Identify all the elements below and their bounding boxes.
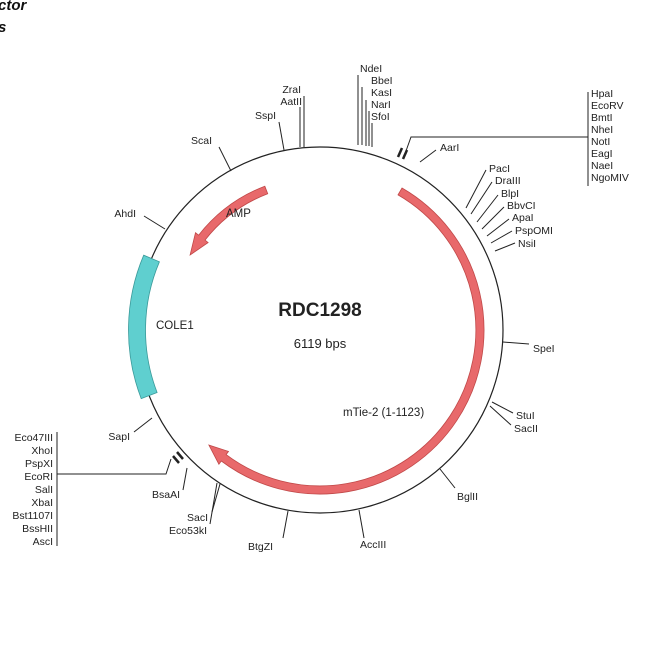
site-group-zrai: ZraI AatII bbox=[280, 84, 305, 147]
site-kasi: KasI bbox=[371, 87, 392, 99]
site-group-ndei: NdeI BbeI KasI NarI SfoI bbox=[357, 63, 393, 147]
site-group-sapi: SapI bbox=[108, 417, 153, 443]
site-eagi: EagI bbox=[591, 148, 613, 160]
site-xbai: XbaI bbox=[31, 497, 53, 509]
site-saci: SacI bbox=[187, 512, 208, 524]
site-asci: AscI bbox=[33, 536, 53, 548]
site-zrai: ZraI bbox=[282, 84, 301, 96]
site-eco53ki: Eco53kI bbox=[169, 525, 207, 537]
site-bbei: BbeI bbox=[371, 75, 393, 87]
site-group-bglii: BglII bbox=[439, 468, 478, 503]
site-group-hpai: HpaI EcoRV BmtI NheI NotI EagI NaeI NgoM… bbox=[405, 88, 629, 186]
site-eco47iii: Eco47III bbox=[14, 432, 53, 444]
site-group-ahdi: AhdI bbox=[114, 208, 166, 230]
feature-label-mtie2: mTie-2 (1-1123) bbox=[343, 407, 424, 419]
site-ndei: NdeI bbox=[360, 63, 382, 75]
plasmid-name: RDC1298 bbox=[278, 300, 361, 321]
site-group-paci: PacI DraIII BlpI BbvCI ApaI PspOMI NsiI bbox=[465, 163, 553, 252]
feature-label-cole1: COLE1 bbox=[156, 320, 194, 332]
site-group-acciii: AccIII bbox=[358, 509, 386, 551]
site-group-scai: ScaI bbox=[191, 135, 232, 172]
site-ecorv: EcoRV bbox=[591, 100, 624, 112]
site-aari: AarI bbox=[440, 142, 459, 154]
site-sacii: SacII bbox=[514, 423, 538, 435]
site-group-aari: AarI bbox=[419, 142, 459, 163]
site-ahdi: AhdI bbox=[114, 208, 136, 220]
site-nhei: NheI bbox=[591, 124, 613, 136]
site-sapi: SapI bbox=[108, 431, 130, 443]
site-bsshii: BssHII bbox=[22, 523, 53, 535]
site-aatii: AatII bbox=[280, 96, 302, 108]
site-group-saci: SacI Eco53kI bbox=[169, 482, 221, 537]
site-paci: PacI bbox=[489, 163, 510, 175]
site-group-bsaai: BsaAI bbox=[152, 467, 188, 501]
feature-label-amp: AMP bbox=[226, 208, 251, 220]
mcs-marker-bottom bbox=[172, 451, 184, 464]
site-naei: NaeI bbox=[591, 160, 613, 172]
site-sali: SalI bbox=[35, 484, 53, 496]
site-pspomi: PspOMI bbox=[515, 225, 553, 237]
header-text-line1: ctor bbox=[0, 0, 27, 14]
site-sfoi: SfoI bbox=[371, 111, 390, 123]
site-bglii: BglII bbox=[457, 491, 478, 503]
site-btgzi: BtgZI bbox=[248, 541, 273, 553]
site-bmti: BmtI bbox=[591, 112, 613, 124]
site-stui: StuI bbox=[516, 410, 535, 422]
mcs-marker-top bbox=[396, 147, 409, 160]
site-acciii: AccIII bbox=[360, 539, 386, 551]
site-hpai: HpaI bbox=[591, 88, 613, 100]
site-apai: ApaI bbox=[512, 212, 534, 224]
site-group-spei: SpeI bbox=[502, 341, 555, 355]
site-ecori: EcoRI bbox=[24, 471, 53, 483]
site-nsii: NsiI bbox=[518, 238, 536, 250]
site-nari: NarI bbox=[371, 99, 391, 111]
site-sspi: SspI bbox=[255, 110, 276, 122]
header-text-line2: s bbox=[0, 19, 6, 36]
site-bst1107i: Bst1107I bbox=[12, 510, 53, 522]
site-pspxi: PspXI bbox=[25, 458, 53, 470]
site-group-btgzi: BtgZI bbox=[248, 510, 289, 553]
site-bbvci: BbvCI bbox=[507, 200, 536, 212]
site-scai: ScaI bbox=[191, 135, 212, 147]
site-xhoi: XhoI bbox=[31, 445, 53, 457]
site-noti: NotI bbox=[591, 136, 610, 148]
site-group-sspi: SspI bbox=[255, 110, 285, 151]
site-draiii: DraIII bbox=[495, 175, 521, 187]
plasmid-size: 6119 bps bbox=[294, 336, 347, 351]
site-group-eco47iii: Eco47III XhoI PspXI EcoRI SalI XbaI Bst1… bbox=[12, 432, 172, 548]
site-ngomiv: NgoMIV bbox=[591, 172, 629, 184]
site-blpi: BlpI bbox=[501, 188, 519, 200]
site-group-stui: StuI SacII bbox=[489, 401, 538, 435]
feature-cole1-block bbox=[128, 254, 160, 400]
site-spei: SpeI bbox=[533, 343, 555, 355]
feature-mtie2-arrow bbox=[208, 187, 485, 495]
feature-amp-arrow bbox=[189, 185, 269, 256]
site-bsaai: BsaAI bbox=[152, 489, 180, 501]
